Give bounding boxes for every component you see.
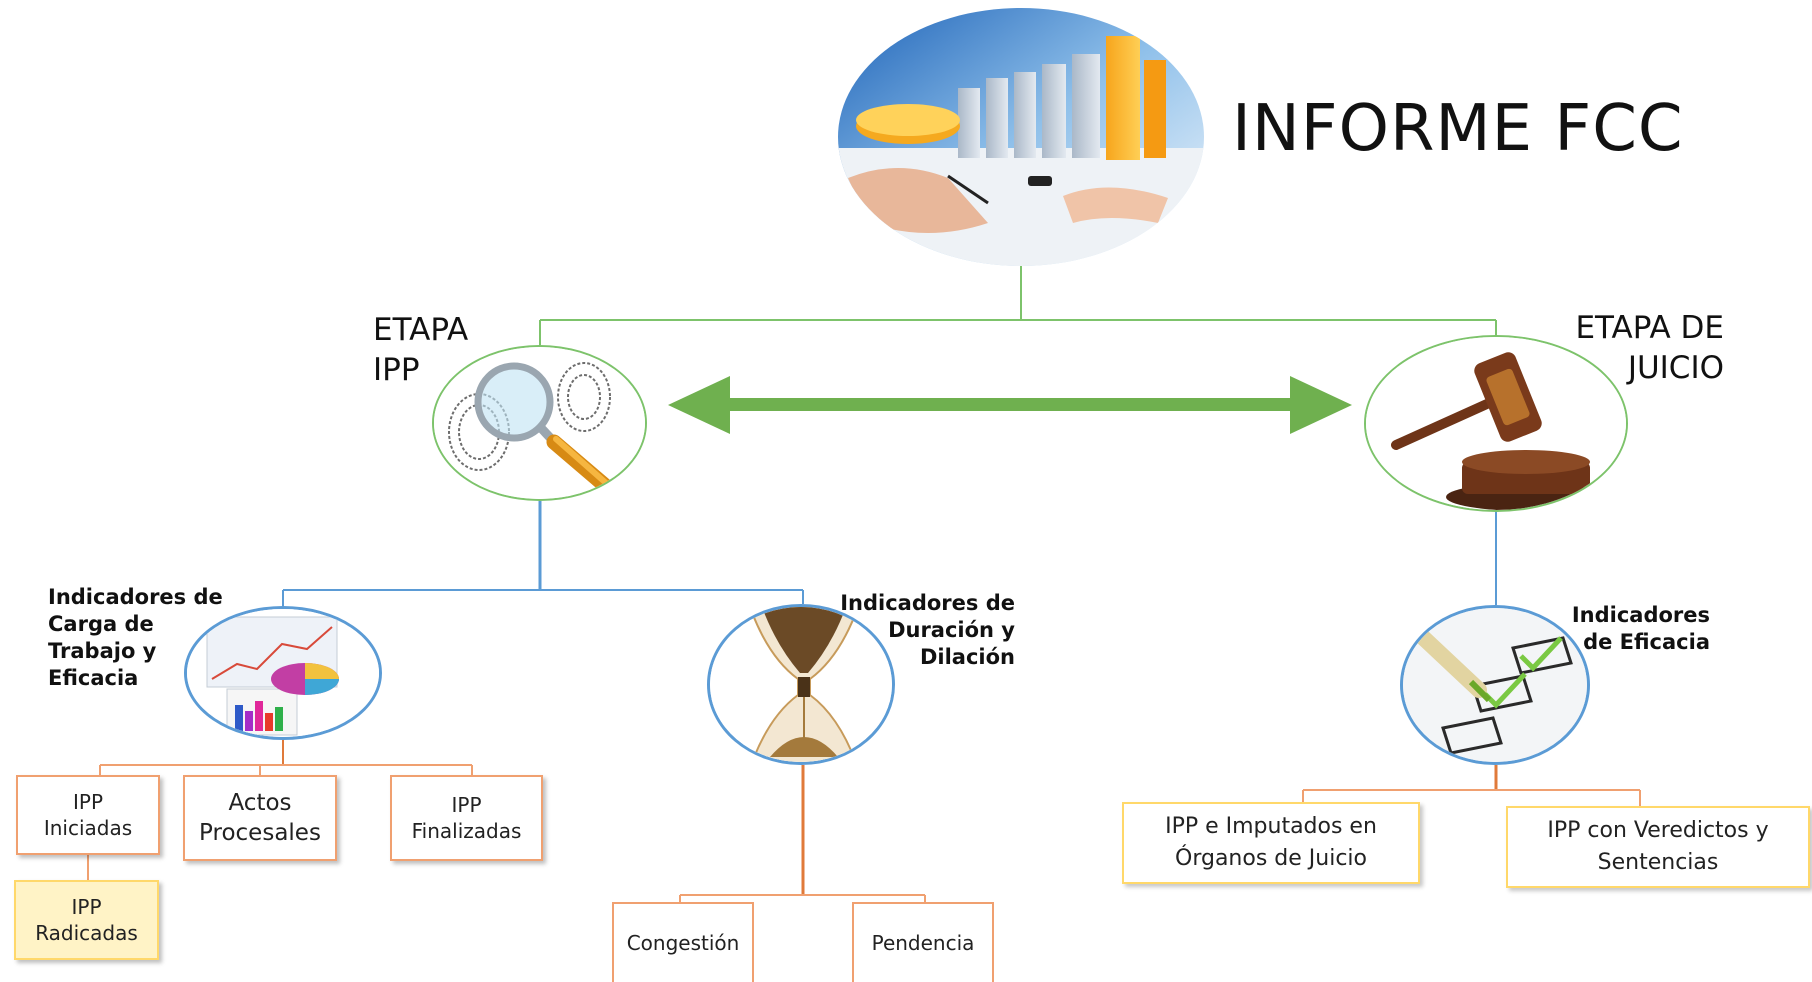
carga-label-line4: Eficacia	[48, 666, 139, 690]
eficacia-label-line1: Indicadores	[1571, 603, 1710, 627]
box-congestion: Congestión	[612, 902, 754, 982]
duracion-label-line1: Indicadores de	[840, 591, 1015, 615]
stage-ipp-label: ETAPA IPP	[373, 310, 468, 390]
carga-indicator-label: Indicadores de Carga de Trabajo y Eficac…	[48, 584, 223, 692]
box-ipp-imputados: IPP e Imputados en Órganos de Juicio	[1122, 802, 1420, 884]
actos-procesales-line1: Actos	[228, 790, 292, 816]
checklist-image	[1400, 605, 1590, 765]
stage-juicio-label-line2: JUICIO	[1627, 350, 1724, 386]
stage-juicio-label-line1: ETAPA DE	[1575, 310, 1724, 346]
charts-image	[184, 606, 382, 740]
gavel-image	[1364, 335, 1628, 512]
ipp-iniciadas-line1: IPP	[72, 790, 104, 814]
ipp-finalizadas-line2: Finalizadas	[411, 819, 522, 843]
hourglass-image	[707, 604, 895, 765]
ipp-veredictos-line2: Sentencias	[1597, 850, 1719, 875]
congestion-label: Congestión	[626, 931, 740, 955]
ipp-finalizadas-line1: IPP	[451, 793, 482, 817]
double-arrow	[668, 376, 1352, 434]
pendencia-label: Pendencia	[871, 931, 975, 955]
eficacia-indicator-label: Indicadores de Eficacia	[1560, 602, 1710, 656]
box-ipp-radicadas: IPP Radicadas	[14, 880, 159, 960]
ipp-imputados-line1: IPP e Imputados en	[1165, 814, 1377, 839]
stage-ipp-label-line1: ETAPA	[373, 312, 469, 348]
carga-label-line1: Indicadores de	[48, 585, 223, 609]
actos-procesales-line2: Procesales	[199, 820, 321, 846]
ipp-radicadas-line2: Radicadas	[35, 921, 138, 945]
report-title: INFORME FCC	[1232, 92, 1684, 166]
carga-label-line2: Carga de	[48, 612, 154, 636]
eficacia-label-line2: de Eficacia	[1583, 630, 1710, 654]
ipp-radicadas-line1: IPP	[71, 895, 102, 919]
stage-juicio-label: ETAPA DE JUICIO	[1558, 308, 1724, 388]
ipp-iniciadas-line2: Iniciadas	[43, 816, 133, 840]
box-pendencia: Pendencia	[852, 902, 994, 982]
carga-label-line3: Trabajo y	[48, 639, 157, 663]
duracion-label-line3: Dilación	[919, 645, 1015, 669]
ipp-veredictos-line1: IPP con Veredictos y	[1547, 818, 1769, 843]
box-ipp-iniciadas: IPP Iniciadas	[16, 775, 160, 855]
duracion-indicator-label: Indicadores de Duración y Dilación	[830, 590, 1015, 671]
ipp-imputados-line2: Órganos de Juicio	[1175, 846, 1367, 871]
box-ipp-finalizadas: IPP Finalizadas	[390, 775, 543, 861]
report-image	[838, 8, 1204, 266]
box-actos-procesales: Actos Procesales	[183, 775, 337, 861]
stage-ipp-label-line2: IPP	[373, 352, 420, 388]
box-ipp-veredictos: IPP con Veredictos y Sentencias	[1506, 806, 1810, 888]
duracion-label-line2: Duración y	[888, 618, 1015, 642]
magnifier-image	[432, 345, 647, 501]
